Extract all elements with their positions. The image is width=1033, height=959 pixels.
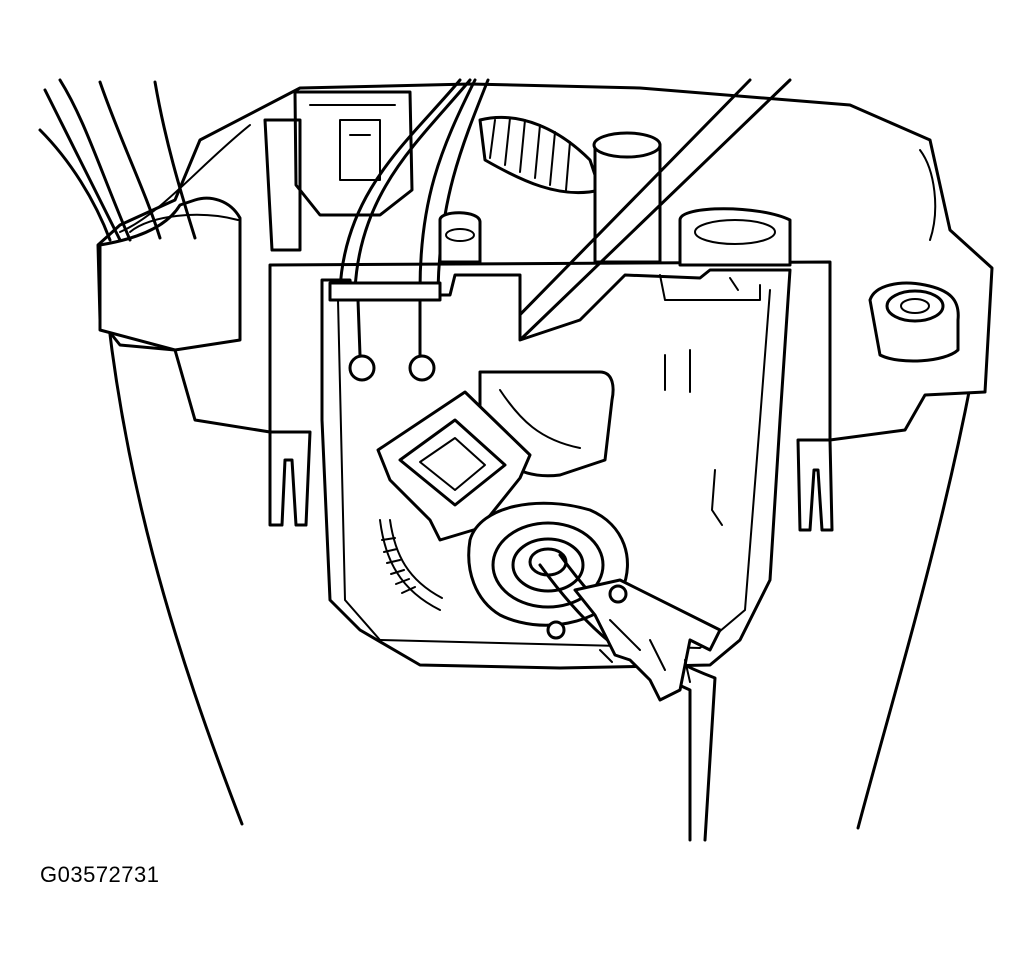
figure-code: G03572731 bbox=[40, 862, 160, 887]
left-post-top bbox=[129, 213, 239, 233]
terminal-wire-1 bbox=[356, 298, 362, 357]
wire-bundle-a bbox=[43, 88, 122, 242]
inner-wire-left-3 bbox=[418, 78, 477, 292]
mount-hole bbox=[885, 289, 945, 323]
terminal-strap bbox=[328, 281, 442, 302]
tube-top bbox=[592, 131, 662, 159]
hose-ribs bbox=[489, 117, 571, 191]
pivot-ring-middle bbox=[511, 537, 585, 593]
wire-bundle-b bbox=[58, 78, 132, 242]
right-boss-top bbox=[694, 219, 776, 245]
rivet-right bbox=[608, 584, 628, 604]
sender-window-inner bbox=[419, 437, 486, 491]
retainer-clip bbox=[573, 578, 722, 702]
wire-bundle-d bbox=[98, 80, 162, 240]
diagonal-rod-b bbox=[518, 78, 792, 342]
center-fitting-bore bbox=[445, 228, 475, 242]
upper-connector-latch bbox=[263, 118, 302, 252]
inner-wire-left-1 bbox=[353, 78, 472, 292]
left-post bbox=[98, 196, 242, 352]
reservoir-bracket bbox=[320, 268, 792, 670]
upper-connector-detail bbox=[309, 104, 396, 181]
upper-connector bbox=[293, 90, 414, 217]
bracket-inner-outline bbox=[337, 289, 771, 649]
center-fitting bbox=[438, 211, 482, 264]
right-support-leg bbox=[796, 438, 834, 532]
inner-chamber-shade bbox=[499, 389, 581, 449]
inner-wire-left-2 bbox=[338, 78, 462, 292]
diagonal-rod-a bbox=[503, 78, 752, 332]
right-boss bbox=[678, 207, 792, 267]
retainer-clip-detail bbox=[599, 619, 691, 683]
wire-bundle-c bbox=[38, 128, 112, 242]
rivet-left bbox=[546, 620, 566, 640]
canister-left-wall bbox=[100, 253, 244, 826]
mount-hole-inner bbox=[900, 298, 930, 314]
terminal-ring-1 bbox=[348, 354, 376, 382]
terminal-ring-2 bbox=[408, 354, 436, 382]
bracket-slots bbox=[664, 349, 723, 526]
bracket-slot-top bbox=[659, 274, 761, 301]
resistor-hatch bbox=[381, 537, 416, 594]
sender-window bbox=[398, 418, 507, 507]
cover-inner-rim bbox=[119, 124, 937, 241]
pivot-ring-outer bbox=[491, 521, 605, 609]
wire-bundle-e bbox=[153, 80, 197, 240]
left-support-leg bbox=[268, 430, 312, 527]
